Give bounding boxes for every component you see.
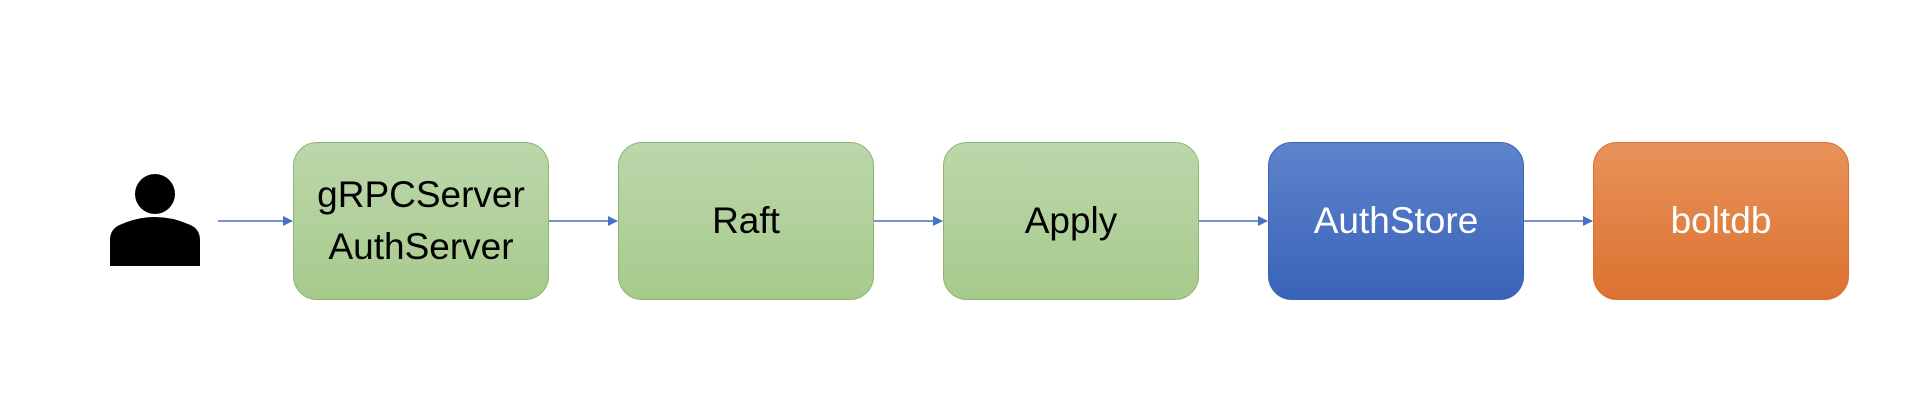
person-icon [110,174,200,266]
node-raft: Raft [618,142,874,300]
node-label: boltdb [1670,200,1772,241]
node-authstore: AuthStore [1268,142,1524,300]
node-label-line: gRPCServer [317,174,525,215]
node-label: AuthStore [1313,200,1479,241]
node-grpcserver-authserver: gRPCServer AuthServer [293,142,549,300]
node-label: Apply [1024,200,1118,241]
node-boltdb: boltdb [1593,142,1849,300]
node-label: Raft [712,200,780,241]
node-apply: Apply [943,142,1199,300]
node-label-line: AuthServer [328,226,514,267]
